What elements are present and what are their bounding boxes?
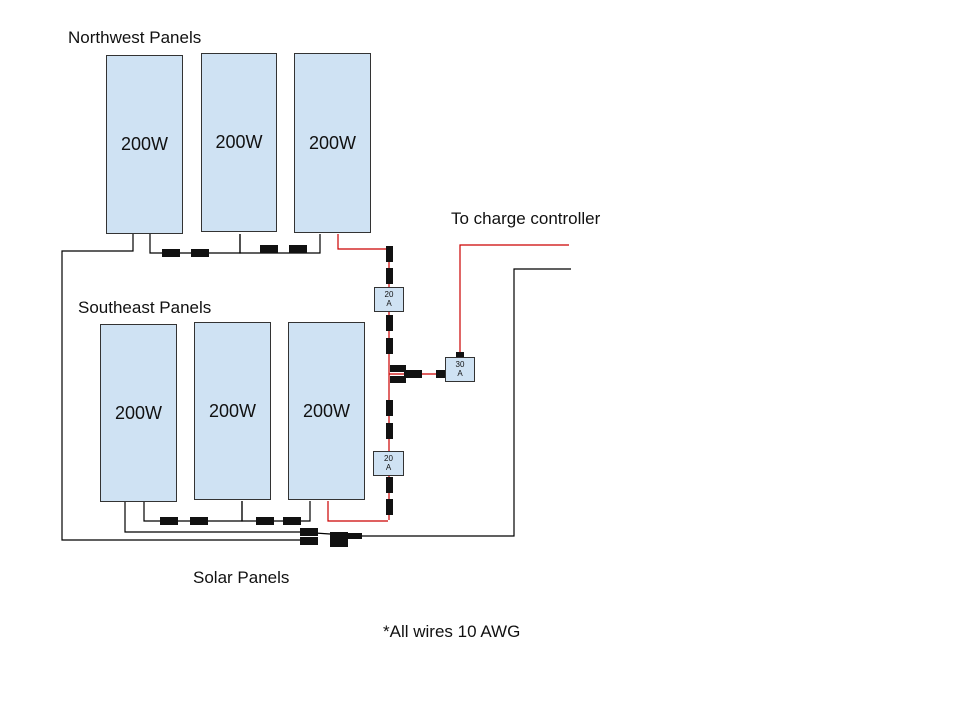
mc4-connectors <box>160 245 464 547</box>
northwest-panel-3: 200W <box>294 53 371 233</box>
fuse-main-30a: 30 A <box>445 357 475 382</box>
northwest-panels-label: Northwest Panels <box>68 28 202 47</box>
northwest-panel-1: 200W <box>106 55 183 234</box>
southeast-panel-2: 200W <box>194 322 271 500</box>
southeast-panel-1: 200W <box>100 324 177 502</box>
fuse-lower-20a: 20 A <box>373 451 404 476</box>
solar-panels-label: Solar Panels <box>193 568 290 587</box>
charge-controller-label: To charge controller <box>451 209 601 228</box>
southeast-panels-label: Southeast Panels <box>78 298 212 317</box>
wire-gauge-footnote: *All wires 10 AWG <box>383 622 521 641</box>
negative-wires <box>61 234 571 541</box>
northwest-panel-2: 200W <box>201 53 277 232</box>
southeast-panel-3: 200W <box>288 322 365 500</box>
fuse-upper-20a: 20 A <box>374 287 404 312</box>
